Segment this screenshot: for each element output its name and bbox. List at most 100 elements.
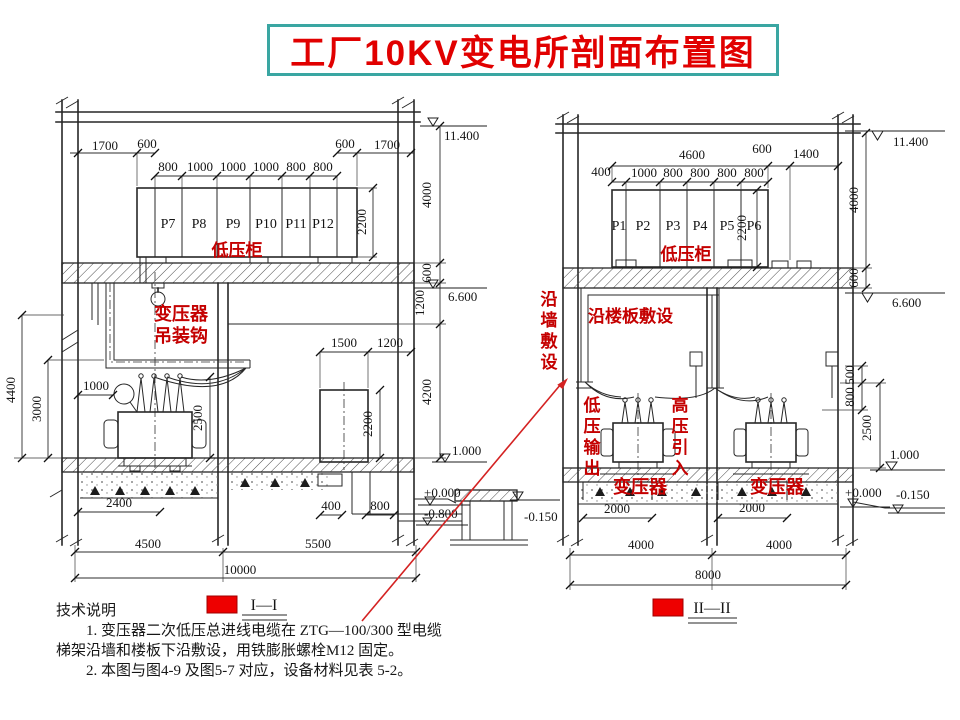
annotation-arrow — [361, 378, 568, 622]
elevation-label: -0.150 — [524, 509, 558, 524]
dim-label: 1400 — [793, 146, 819, 161]
panel-label: P2 — [636, 219, 651, 234]
notes-heading: 技术说明 — [56, 603, 117, 619]
dim-label: 800 — [690, 165, 710, 180]
legend-color-swatch — [652, 598, 684, 617]
panel-label: P9 — [226, 217, 241, 232]
hook-label-line2: 吊装钩 — [154, 325, 208, 346]
dim-label: 600 — [137, 136, 157, 151]
dim-label: 1200 — [377, 335, 403, 350]
section2-transformer-right — [733, 393, 809, 478]
dim-label: 1500 — [331, 335, 357, 350]
dim-label: 1700 — [92, 138, 118, 153]
section2-dimensions — [565, 128, 945, 590]
section1-lifting-hook — [150, 282, 166, 307]
dim-label: 10000 — [224, 562, 257, 577]
section1-label: I—I — [251, 597, 278, 614]
section1-ground — [80, 472, 462, 522]
hook-label-line1: 变压器 — [154, 303, 209, 324]
dim-label: 1000 — [83, 378, 109, 393]
elevation-label: +0.000 — [845, 485, 882, 500]
dim-label: 800 — [663, 165, 683, 180]
section2-ground — [578, 482, 945, 509]
dim-label: 500 — [842, 365, 857, 385]
dim-label: 800 — [744, 165, 764, 180]
technical-notes: 技术说明 1. 变压器二次低压总进线电缆在 ZTG—100/300 型电缆 梯架… — [56, 601, 496, 681]
dim-label: 2500 — [190, 405, 205, 431]
section1-dimensions — [14, 117, 560, 583]
dim-label: 1000 — [187, 159, 213, 174]
transformer-label: 变压器 — [613, 476, 668, 497]
dim-label: 400 — [321, 498, 341, 513]
dim-label: 4200 — [419, 379, 434, 405]
dim-label: 1200 — [412, 290, 427, 316]
dim-label: 2200 — [360, 411, 375, 437]
panel-label: P7 — [161, 217, 176, 232]
dim-label: 600 — [846, 268, 861, 288]
dim-label: 800 — [158, 159, 178, 174]
panel-label: P3 — [666, 219, 681, 234]
panel-label: P6 — [747, 219, 762, 234]
dim-label: 1000 — [220, 159, 246, 174]
legend-section1: I—I — [206, 595, 287, 621]
dim-label: 800 — [313, 159, 333, 174]
panel-label: P1 — [612, 219, 627, 234]
dim-label: 2200 — [734, 215, 749, 241]
section1-switch-cabinet — [319, 382, 369, 470]
elevation-label: 11.400 — [893, 134, 928, 149]
dim-label: 3000 — [29, 396, 44, 422]
dim-label: 4000 — [766, 537, 792, 552]
section2-cable-trays — [576, 287, 839, 402]
dim-label: 2000 — [739, 500, 765, 515]
elevation-label: -0.150 — [896, 487, 930, 502]
dim-label: 1000 — [253, 159, 279, 174]
legend-section2: II—II — [652, 598, 737, 624]
legend-color-swatch — [206, 595, 238, 614]
dim-label: 600 — [335, 136, 355, 151]
panel-label: P8 — [192, 217, 207, 232]
dim-label: 800 — [717, 165, 737, 180]
panel-label: P10 — [255, 217, 277, 232]
dim-label: 4500 — [135, 536, 161, 551]
elevation-label: 11.400 — [444, 128, 479, 143]
wall-route-label: 沿墙敷设 — [538, 290, 558, 374]
lv-output-label: 低压输出 — [581, 395, 602, 480]
dim-label: 4400 — [3, 377, 18, 403]
lv-cabinet-label: 低压柜 — [211, 240, 263, 260]
dim-label: 2200 — [354, 209, 369, 235]
lv-cabinet-label: 低压柜 — [660, 244, 712, 264]
section1-outdoor-trench — [414, 489, 528, 546]
elevation-label: 6.600 — [448, 289, 477, 304]
panel-label: P11 — [285, 217, 306, 232]
dim-label: 800 — [370, 498, 390, 513]
elevation-label: 1.000 — [452, 443, 481, 458]
dim-label: 1000 — [631, 165, 657, 180]
dim-label: 2500 — [859, 415, 874, 441]
page-title: 工厂10KV变电所剖面布置图 — [267, 24, 779, 76]
dim-label: 800 — [286, 159, 306, 174]
section2-structure — [555, 111, 861, 547]
dim-label: 600 — [752, 141, 772, 156]
dim-label: 4600 — [679, 147, 705, 162]
section2-dim-labels: 4600 600 1400 400 1000 800 800 800 800 2… — [538, 134, 930, 582]
panel-label: P4 — [693, 219, 708, 234]
note-line: 1. 变压器二次低压总进线电缆在 ZTG—100/300 型电缆 — [86, 623, 442, 639]
note-line: 2. 本图与图4-9 及图5-7 对应，设备材料见表 5-2。 — [86, 663, 413, 679]
elevation-label: 6.600 — [892, 295, 921, 310]
dim-label: 4000 — [628, 537, 654, 552]
dim-label: 600 — [419, 263, 434, 283]
transformer-label: 变压器 — [750, 476, 805, 497]
dim-label: 800 — [842, 387, 857, 407]
dim-label: 2400 — [106, 495, 132, 510]
dim-label: 8000 — [695, 567, 721, 582]
elevation-label: +0.000 — [424, 485, 461, 500]
section2-transformer-left — [600, 393, 676, 478]
note-line: 梯架沿墙和楼板下沿敷设，用铁膨胀螺栓M12 固定。 — [56, 643, 404, 659]
dim-label: 4000 — [419, 182, 434, 208]
section2-lv-panels — [611, 189, 769, 268]
hv-input-label: 高压引入 — [669, 395, 689, 480]
section2-label: II—II — [693, 600, 730, 617]
slab-route-label: 沿楼板敷设 — [588, 306, 673, 326]
